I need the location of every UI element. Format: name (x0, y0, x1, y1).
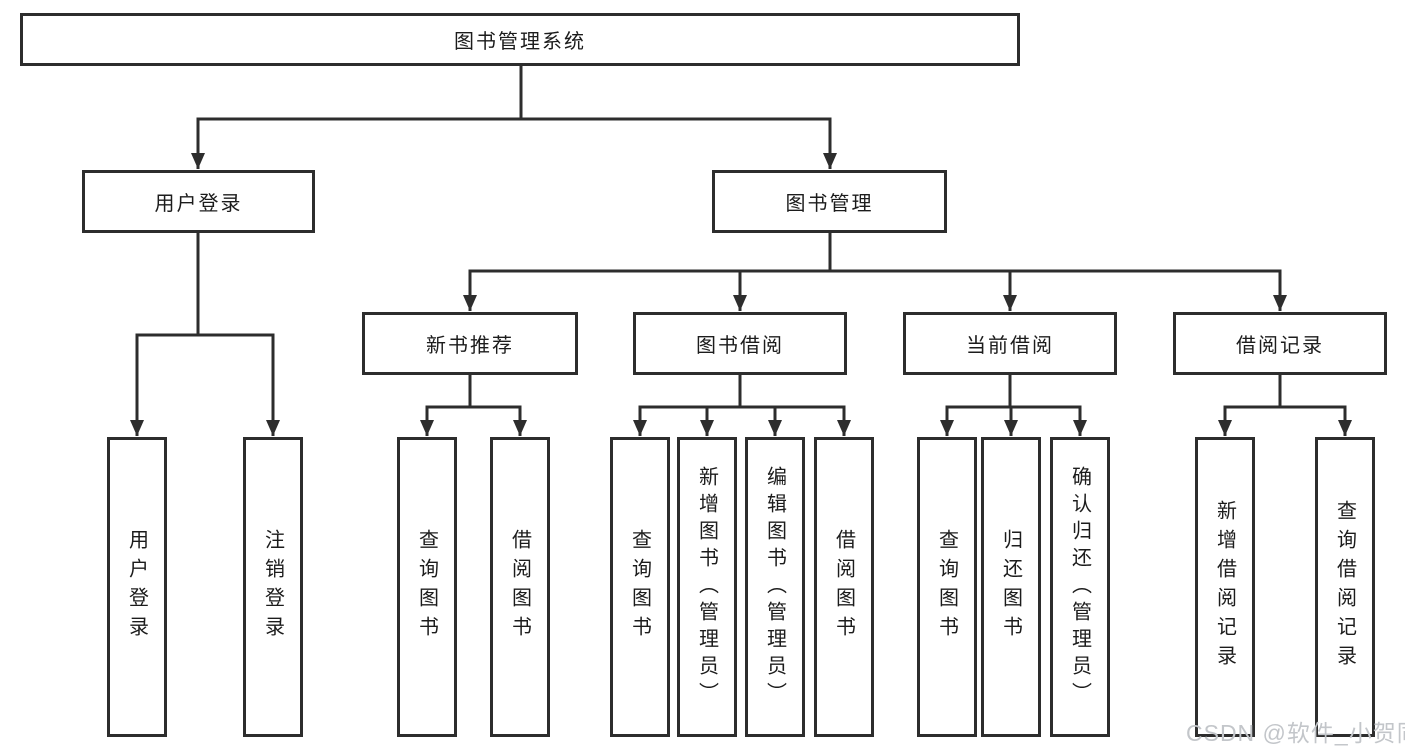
leaf-node-query-borrow-record: 查询借阅记录 (1315, 437, 1375, 737)
login-node-label: 用户登录 (154, 193, 243, 215)
leaf-node-user-login: 用户登录 (107, 437, 167, 737)
leaf-label: 确认归还（管理员） (1068, 465, 1091, 709)
leaf-node-add-books-admin: 新增图书（管理员） (677, 437, 737, 737)
csdn-watermark: CSDN @软件_小贺同学 (1186, 720, 1405, 746)
leaf-label: 新增图书（管理员） (695, 465, 718, 709)
leaf-node-query-books: 查询图书 (610, 437, 670, 737)
leaf-node-edit-books-admin: 编辑图书（管理员） (745, 437, 805, 737)
section-label: 图书借阅 (696, 335, 784, 357)
leaf-label: 查询图书 (628, 529, 651, 645)
login-node: 用户登录 (82, 170, 315, 233)
section-node-new-book-recommend: 新书推荐 (362, 312, 578, 375)
management-node: 图书管理 (712, 170, 947, 233)
leaf-node-borrow-books: 借阅图书 (490, 437, 550, 737)
leaf-label: 归还图书 (999, 529, 1022, 645)
leaf-label: 查询借阅记录 (1333, 500, 1356, 674)
leaf-label: 借阅图书 (508, 529, 531, 645)
leaf-node-add-borrow-record: 新增借阅记录 (1195, 437, 1255, 737)
section-node-current-borrow: 当前借阅 (903, 312, 1117, 375)
section-label: 新书推荐 (426, 335, 514, 357)
leaf-node-query-books: 查询图书 (917, 437, 977, 737)
root-node-label: 图书管理系统 (454, 31, 586, 53)
leaf-node-query-books: 查询图书 (397, 437, 457, 737)
leaf-label: 查询图书 (935, 529, 958, 645)
leaf-node-return-books: 归还图书 (981, 437, 1041, 737)
section-label: 借阅记录 (1236, 335, 1324, 357)
leaf-label: 注销登录 (261, 529, 284, 645)
leaf-node-logout: 注销登录 (243, 437, 303, 737)
leaf-label: 用户登录 (125, 529, 148, 645)
section-node-borrow-records: 借阅记录 (1173, 312, 1387, 375)
section-label: 当前借阅 (966, 335, 1054, 357)
leaf-node-borrow-books: 借阅图书 (814, 437, 874, 737)
leaf-label: 查询图书 (415, 529, 438, 645)
leaf-label: 新增借阅记录 (1213, 500, 1236, 674)
management-node-label: 图书管理 (785, 193, 874, 215)
leaf-label: 编辑图书（管理员） (763, 465, 786, 709)
leaf-label: 借阅图书 (832, 529, 855, 645)
section-node-book-borrow: 图书借阅 (633, 312, 847, 375)
leaf-node-confirm-return-admin: 确认归还（管理员） (1050, 437, 1110, 737)
root-node: 图书管理系统 (20, 13, 1020, 66)
